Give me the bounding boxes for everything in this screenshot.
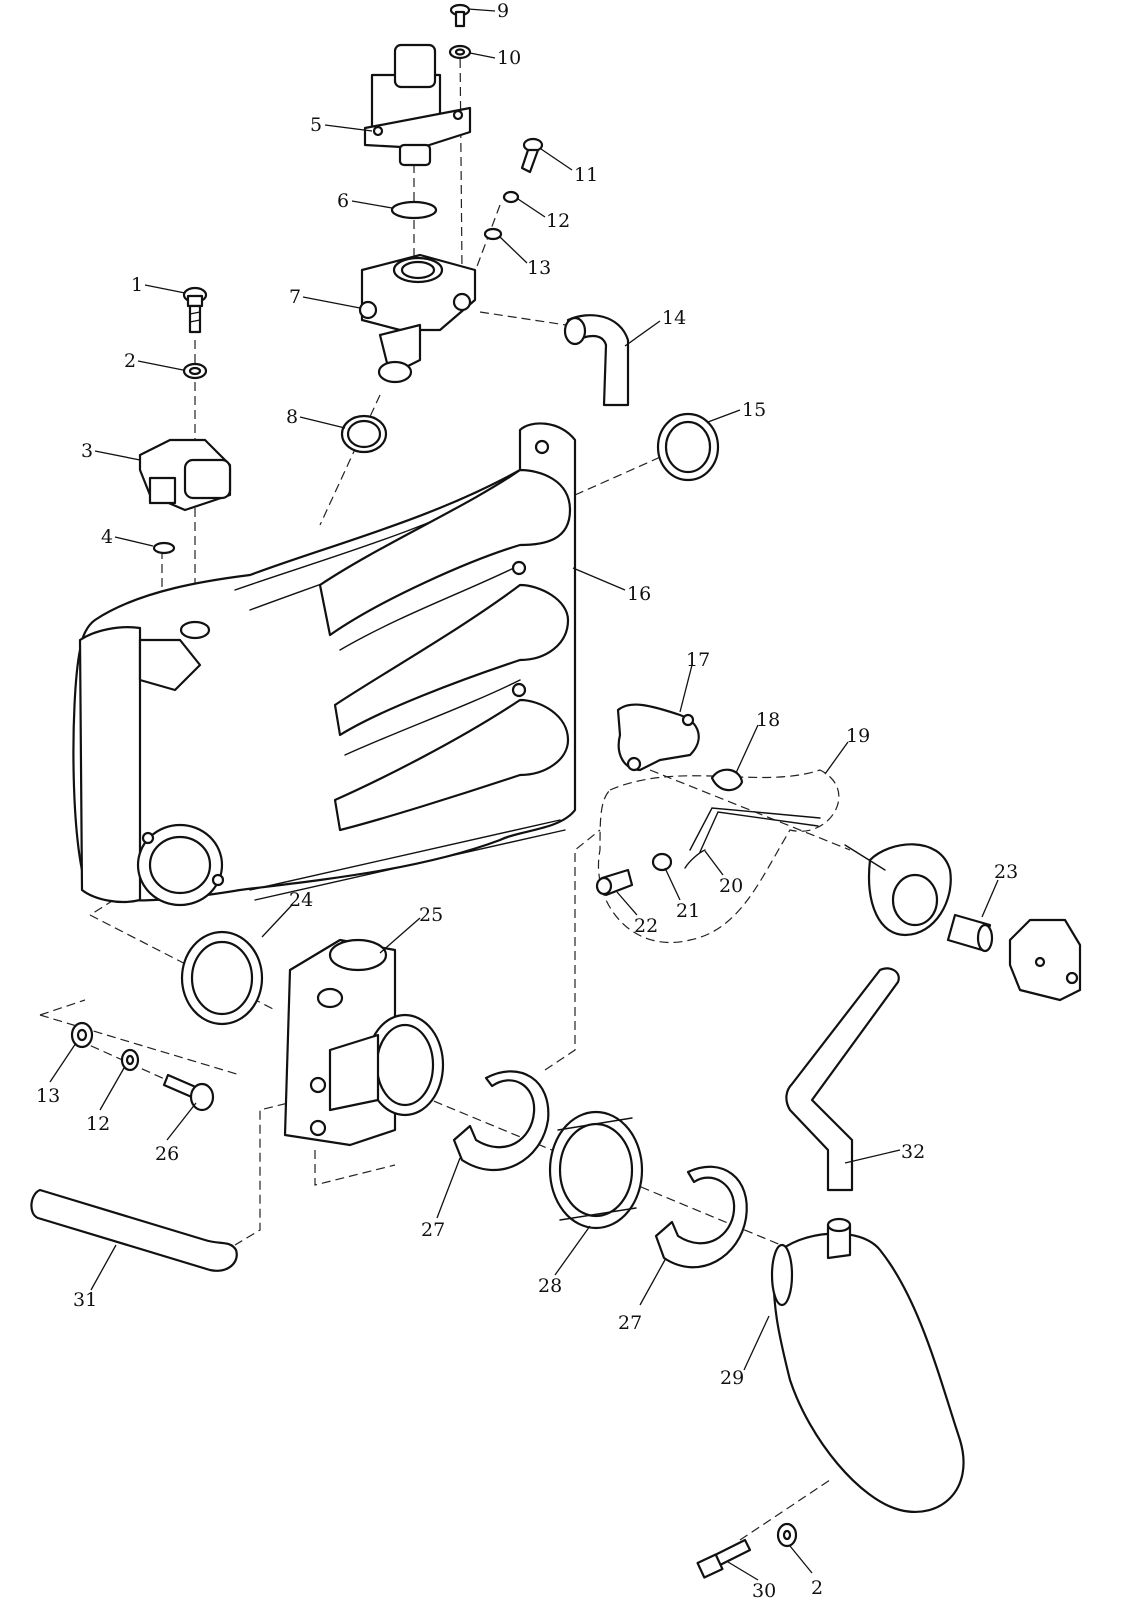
idle-air-control-valve — [363, 43, 472, 167]
callout-18: 18 — [756, 709, 780, 731]
washer-12-lower — [120, 1048, 140, 1072]
callout-6: 6 — [337, 190, 349, 212]
rod-end-22 — [595, 868, 634, 897]
o-ring-4 — [152, 541, 176, 555]
callout-13: 13 — [527, 257, 551, 279]
callout-24: 24 — [289, 889, 313, 911]
callouts: 1 2 3 4 5 6 7 8 9 10 11 12 13 14 15 16 1… — [36, 0, 1018, 1600]
plate — [1008, 918, 1082, 1002]
gasket-15 — [656, 412, 720, 482]
callout-7: 7 — [289, 286, 301, 308]
callout-12-lower: 12 — [86, 1113, 110, 1135]
callout-2: 2 — [124, 350, 136, 372]
intake-boot-28 — [548, 1110, 644, 1230]
hose-32 — [785, 967, 900, 1192]
gasket-24 — [180, 930, 264, 1026]
hose-clamp-27-lower — [654, 1165, 748, 1269]
callout-4: 4 — [101, 526, 113, 548]
map-sensor — [138, 438, 232, 512]
hose-14 — [563, 314, 630, 407]
callout-22: 22 — [634, 915, 658, 937]
callout-10: 10 — [497, 47, 521, 69]
intake-manifold — [72, 422, 577, 907]
throttle-body — [283, 938, 445, 1147]
callout-31: 31 — [73, 1289, 97, 1311]
intake-duct-29 — [770, 1217, 965, 1513]
callout-5: 5 — [310, 114, 322, 136]
hose-31 — [30, 1188, 238, 1272]
nut-21 — [651, 852, 673, 872]
screw-9 — [449, 3, 471, 28]
callout-27-lower: 27 — [618, 1312, 642, 1334]
callout-30: 30 — [752, 1580, 776, 1600]
sleeve-23 — [946, 913, 994, 953]
bracket-17 — [616, 703, 700, 772]
callout-14: 14 — [662, 307, 686, 329]
callout-16: 16 — [627, 583, 651, 605]
o-ring-6 — [390, 200, 438, 220]
o-ring-8 — [340, 414, 388, 454]
callout-27: 27 — [421, 1219, 445, 1241]
callout-28: 28 — [538, 1275, 562, 1297]
washer-2 — [182, 362, 208, 380]
callout-25: 25 — [419, 904, 443, 926]
callout-32: 32 — [901, 1141, 925, 1163]
clip-18 — [710, 768, 744, 792]
callout-19: 19 — [846, 725, 870, 747]
callout-29: 29 — [720, 1367, 744, 1389]
washer-10 — [448, 44, 472, 60]
hose-clamp-27-upper — [452, 1070, 550, 1172]
idle-valve-housing — [358, 253, 477, 384]
callout-2-lower: 2 — [811, 1577, 823, 1599]
callout-20: 20 — [719, 875, 743, 897]
leader-lines — [49, 8, 999, 1581]
washer-2-lower — [776, 1522, 798, 1548]
callout-1: 1 — [131, 274, 143, 296]
bolt-30 — [696, 1538, 752, 1579]
callout-15: 15 — [742, 399, 766, 421]
callout-23: 23 — [994, 861, 1018, 883]
callout-17: 17 — [686, 649, 710, 671]
screw-11 — [520, 137, 544, 174]
callout-21: 21 — [676, 900, 700, 922]
callout-8: 8 — [286, 406, 298, 428]
throttle-lever-assembly — [844, 843, 952, 937]
callout-9: 9 — [497, 0, 509, 22]
bolt-1 — [182, 286, 208, 334]
washer-13 — [483, 227, 503, 241]
screw-26 — [162, 1073, 215, 1112]
callout-3: 3 — [81, 440, 93, 462]
washer-13-lower — [70, 1021, 94, 1049]
throttle-cable-rod-20 — [684, 807, 821, 869]
callout-13-lower: 13 — [36, 1085, 60, 1107]
callout-11: 11 — [574, 164, 598, 186]
washer-12 — [502, 190, 520, 204]
callout-26: 26 — [155, 1143, 179, 1165]
callout-12: 12 — [546, 210, 570, 232]
